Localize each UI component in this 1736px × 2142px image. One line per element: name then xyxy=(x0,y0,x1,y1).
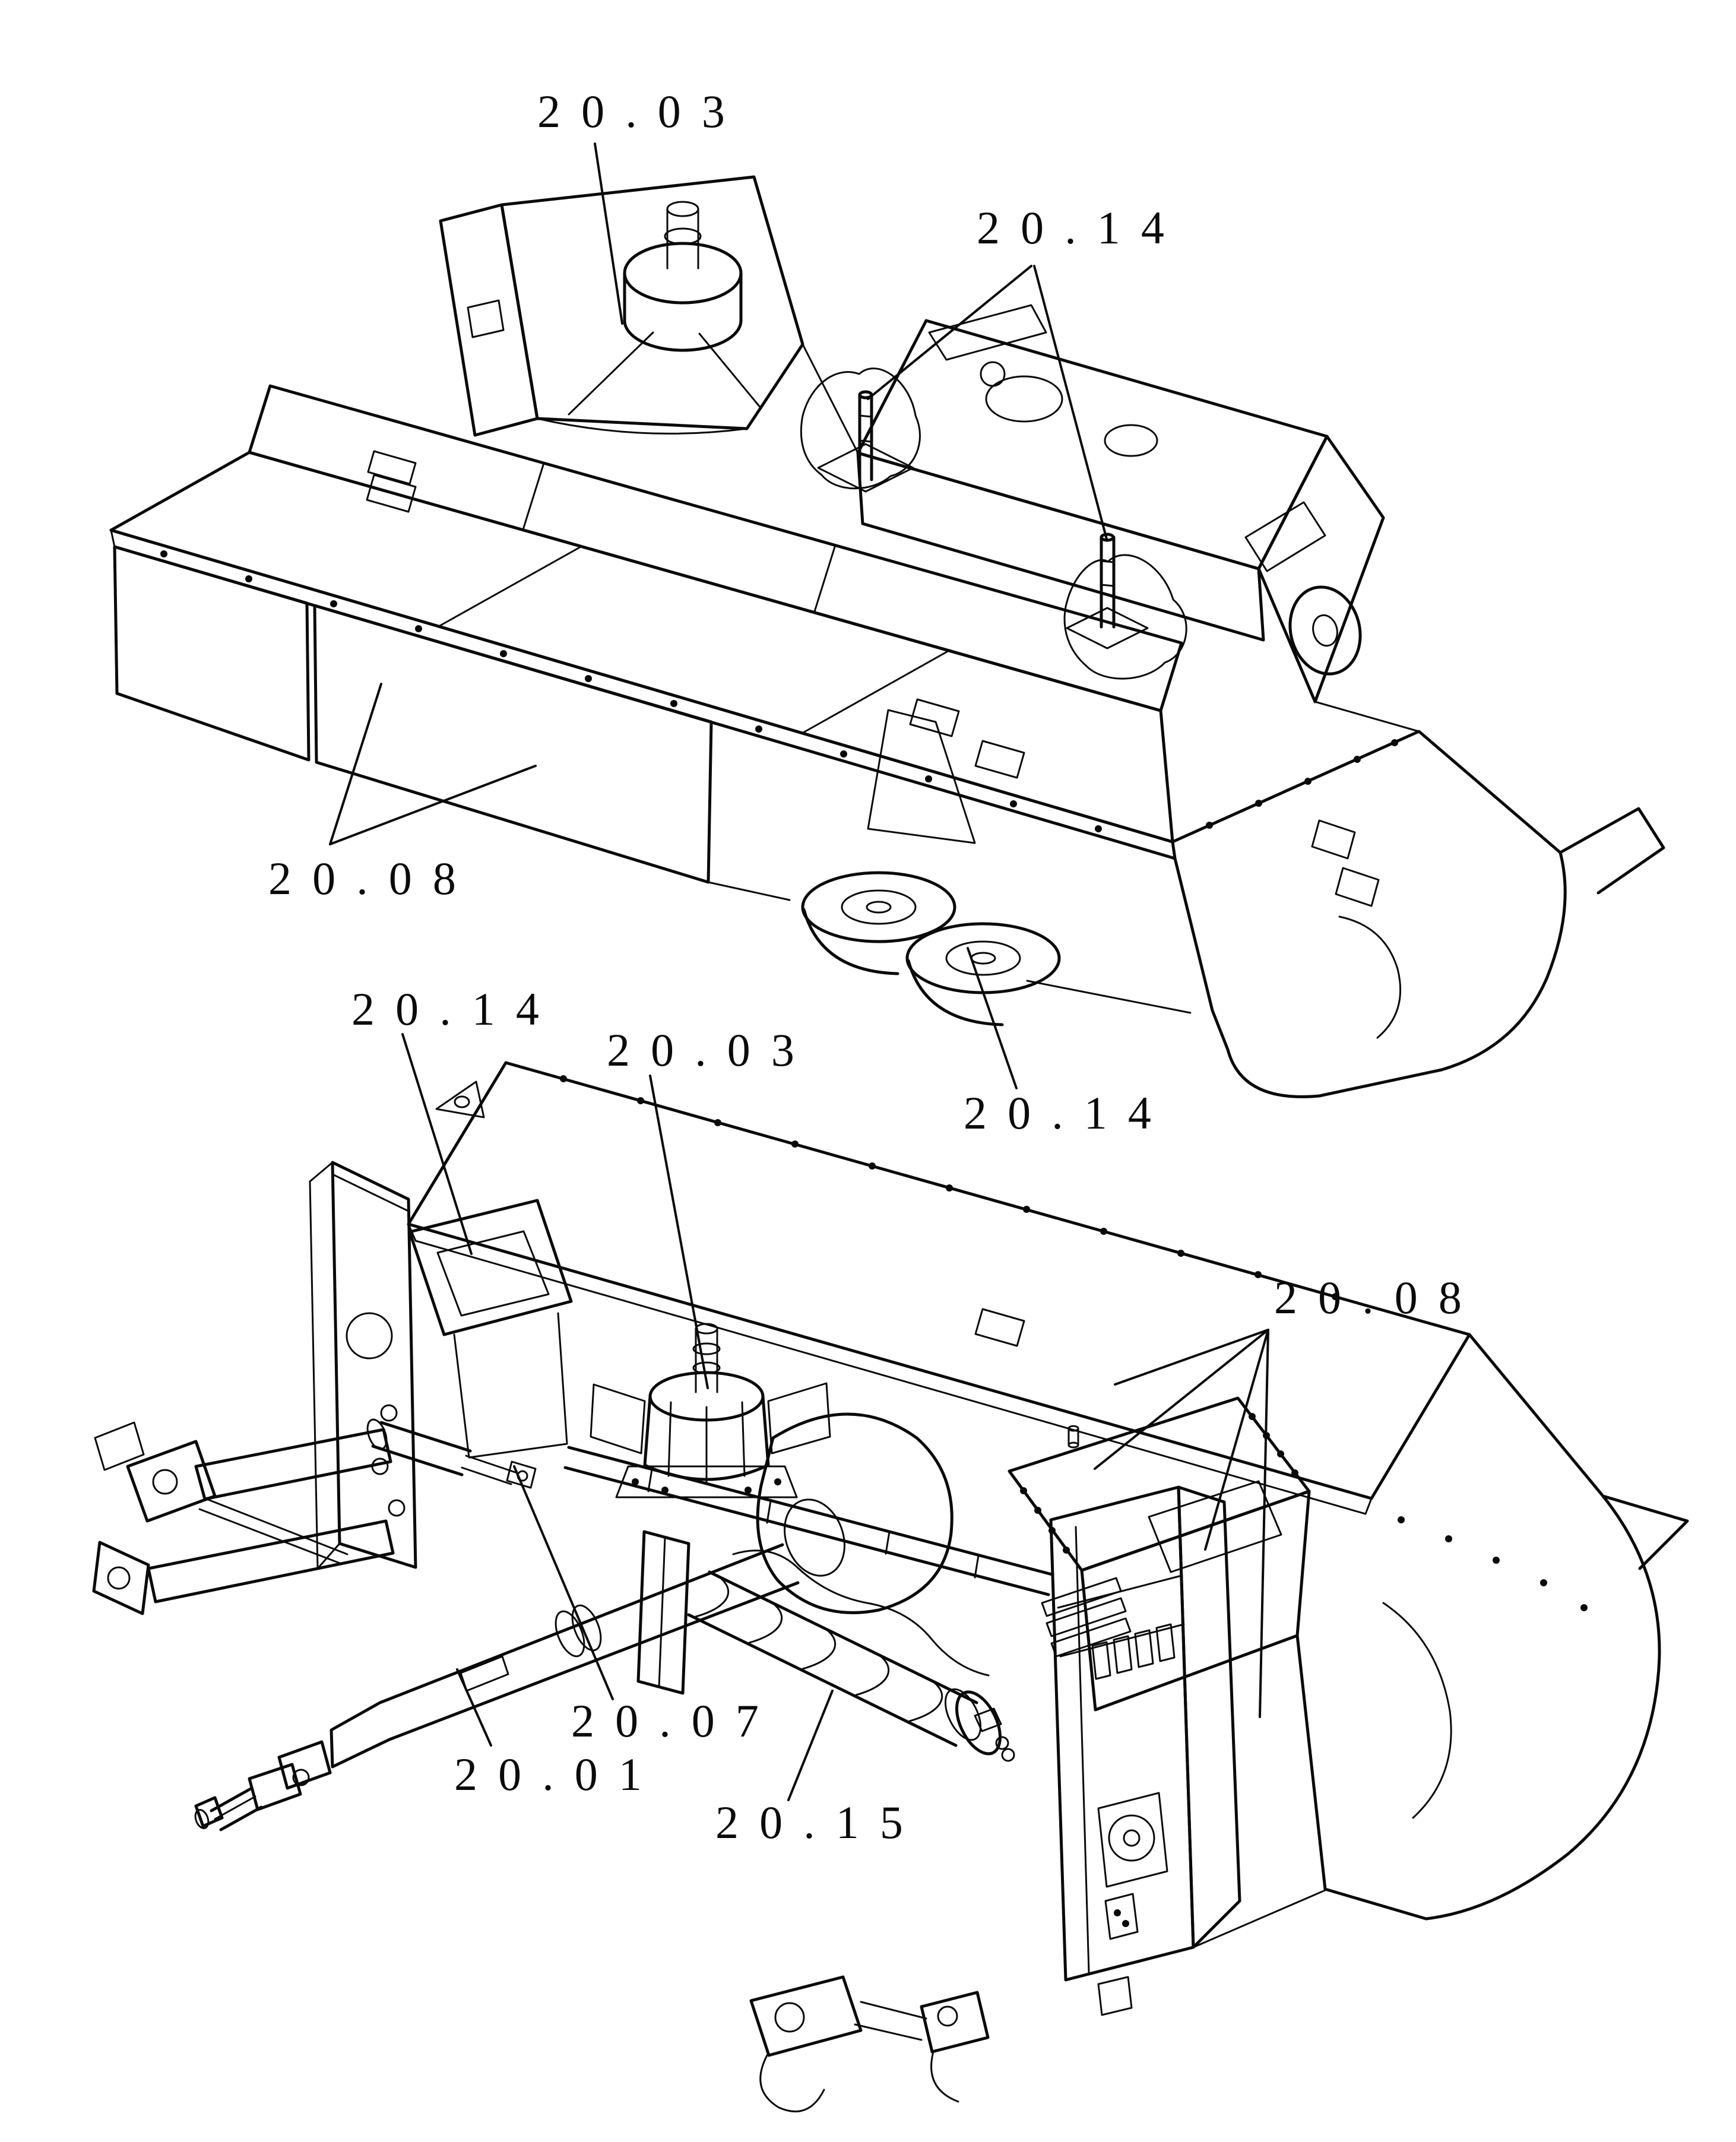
leader-line xyxy=(1033,265,1108,540)
callout-20-15[interactable]: 20.15 xyxy=(715,1796,924,1848)
leader-line xyxy=(867,265,1032,400)
callout-20-03[interactable]: 20.03 xyxy=(607,1024,815,1076)
parking-stand-bracket xyxy=(749,1975,990,2112)
callouts-top-view: 20.03 20.14 20.08 20.14 xyxy=(268,85,1185,1139)
gearbox-support-tower xyxy=(439,175,804,437)
callout-20-14[interactable]: 20.14 xyxy=(977,202,1185,254)
cutter-discs xyxy=(707,709,1192,1026)
callout-20-03[interactable]: 20.03 xyxy=(537,85,746,137)
leader-line xyxy=(1259,1329,1269,1718)
deck-hatch xyxy=(366,474,417,513)
conditioner-housing xyxy=(802,304,1420,733)
right-end-curtain xyxy=(1171,730,1665,1098)
top-deck-panel xyxy=(109,361,1174,844)
universal-joint xyxy=(194,1740,332,1832)
rear-riser-panels xyxy=(248,384,1183,712)
leader-line xyxy=(513,1465,614,1700)
auger xyxy=(687,1550,1002,1756)
deck-sheet xyxy=(407,1061,1471,1515)
front-rivet-band xyxy=(109,528,1177,860)
callout-20-08[interactable]: 20.08 xyxy=(268,853,477,904)
callout-20-14[interactable]: 20.14 xyxy=(351,983,560,1035)
bevel-gearbox xyxy=(590,1323,831,1498)
leader-line xyxy=(456,1668,492,1747)
cutterbar-beam xyxy=(563,1446,1054,1596)
filler-cap xyxy=(980,361,1006,387)
leader-line xyxy=(649,1075,709,1389)
three-point-hitch xyxy=(92,1421,395,1615)
callout-20-01[interactable]: 20.01 xyxy=(454,1748,663,1800)
leader-line xyxy=(594,142,623,325)
spindle-pin-1 xyxy=(800,367,921,493)
bell-housing xyxy=(756,1412,953,1614)
left-frame-plate xyxy=(309,1161,417,1570)
leader-line xyxy=(1204,1329,1269,1551)
end-port xyxy=(1288,585,1362,676)
callout-20-14[interactable]: 20.14 xyxy=(964,1087,1172,1139)
top-machine-drawing xyxy=(109,175,1665,1098)
deck-hatch xyxy=(974,740,1025,779)
leader-line xyxy=(967,947,1018,1089)
right-frame-tower xyxy=(974,1485,1326,2016)
bottom-machine-drawing xyxy=(92,1061,1689,2112)
gearbox-hub xyxy=(623,201,743,352)
leader-line xyxy=(1114,1329,1269,1386)
callout-20-08[interactable]: 20.08 xyxy=(1274,1272,1482,1323)
leader-line xyxy=(329,765,537,845)
leader-line xyxy=(787,1690,834,1801)
leader-line xyxy=(401,1033,473,1255)
swathboard-panels xyxy=(113,545,713,884)
spindle-pin-2 xyxy=(1063,533,1187,680)
right-curtain xyxy=(1295,1333,1689,1921)
center-support-channel xyxy=(636,1530,690,1695)
hydraulic-cylinder xyxy=(366,1418,537,1489)
intake-funnel xyxy=(408,1199,573,1459)
leader-line xyxy=(329,683,382,845)
leader-line xyxy=(1094,1329,1269,1470)
filler-cap-ring xyxy=(985,375,1063,423)
callout-20-07[interactable]: 20.07 xyxy=(571,1695,780,1747)
